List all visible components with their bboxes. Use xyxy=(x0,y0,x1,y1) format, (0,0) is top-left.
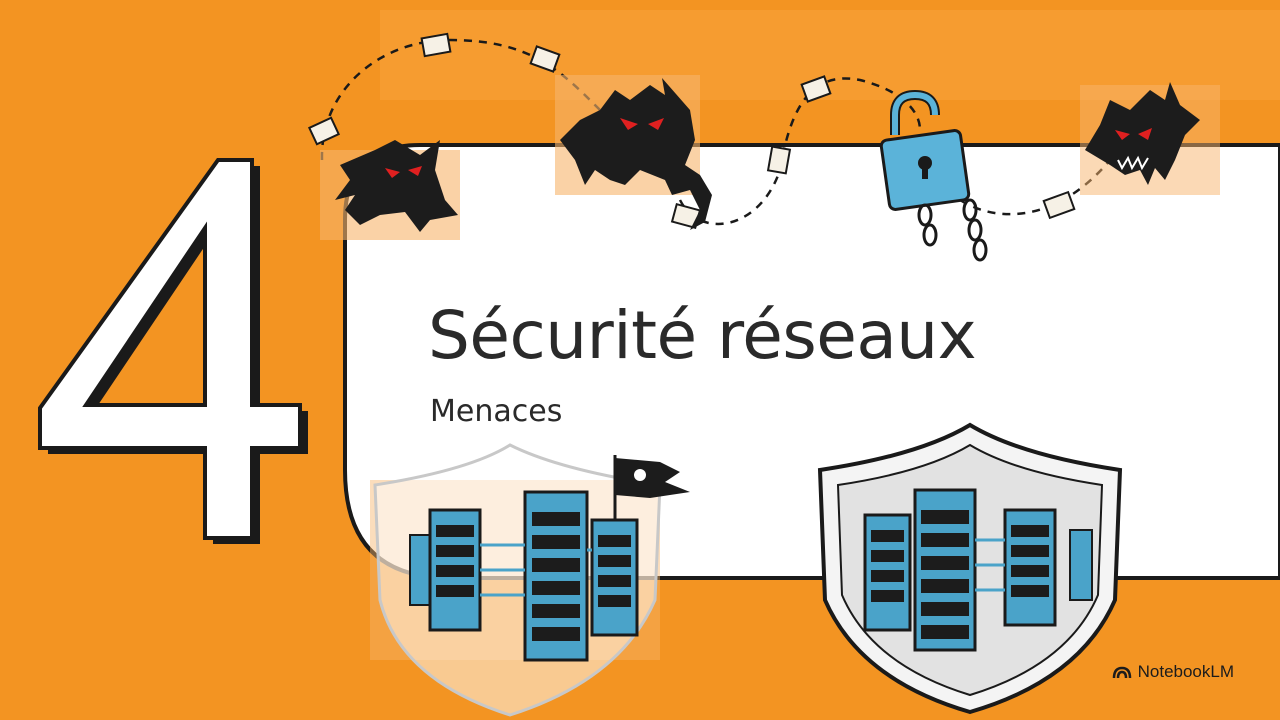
slide-subtitle: Menaces xyxy=(430,394,563,429)
padlock-icon xyxy=(879,89,971,211)
slide-number-graphic xyxy=(38,158,308,544)
brand-watermark: NotebookLM xyxy=(1112,660,1234,684)
server-rack-icon xyxy=(863,488,1093,652)
threat-creature-icon xyxy=(555,75,712,230)
pirate-flag-icon xyxy=(613,455,690,520)
brand-label: NotebookLM xyxy=(1137,662,1234,681)
chain-icon xyxy=(917,198,988,262)
document-icon xyxy=(307,32,1076,230)
notebooklm-logo-icon xyxy=(1112,666,1131,679)
threat-creature-icon xyxy=(320,140,460,240)
threat-creature-icon xyxy=(1080,82,1220,195)
slide-title: Sécurité réseaux xyxy=(428,297,977,374)
server-rack-icon xyxy=(409,490,639,662)
